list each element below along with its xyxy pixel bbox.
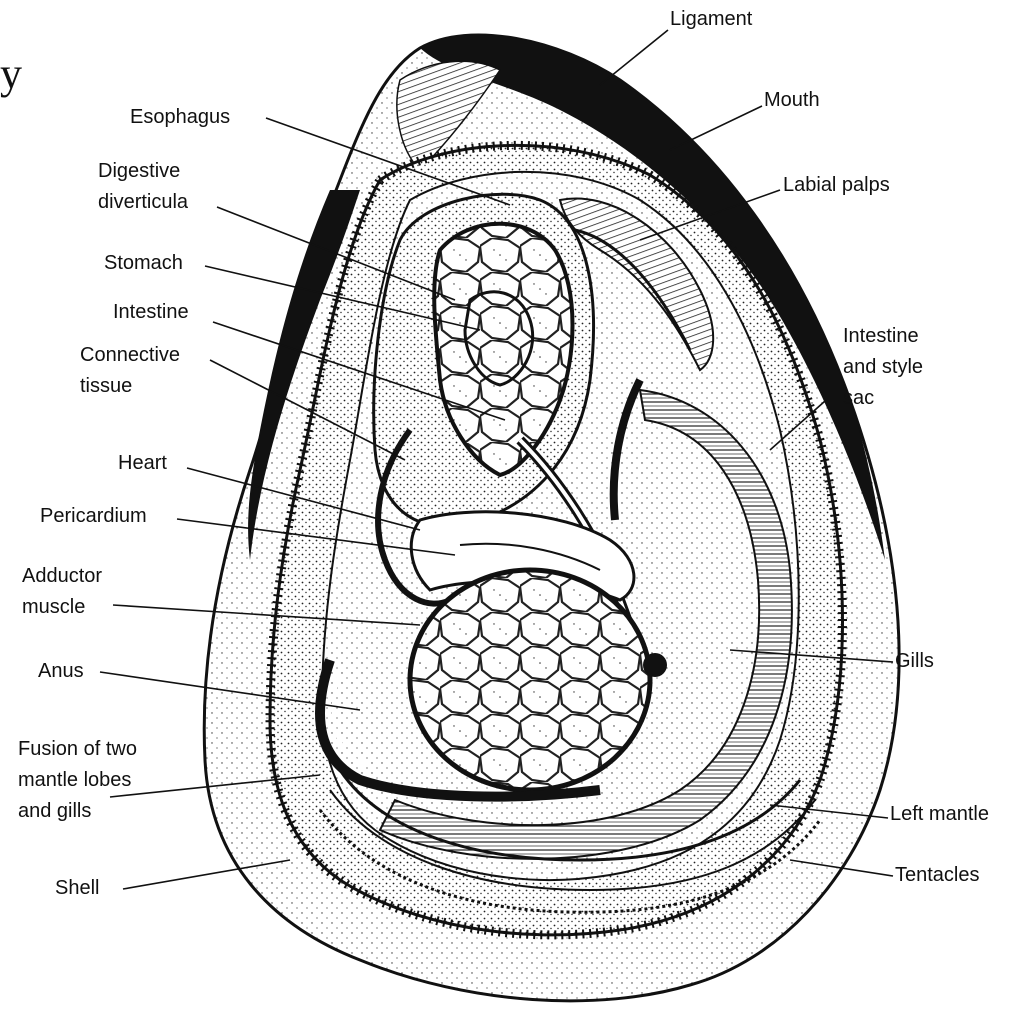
label-intestine: Intestine <box>113 297 189 328</box>
label-labial-palps: Labial palps <box>783 170 890 201</box>
label-stomach: Stomach <box>104 248 183 279</box>
label-shell: Shell <box>55 873 99 904</box>
label-mouth: Mouth <box>764 85 820 116</box>
label-digestive-diverticula: Digestive diverticula <box>98 156 188 218</box>
adductor-muscle <box>410 570 650 790</box>
label-intestine-style-sac: Intestine and style sac <box>843 321 923 414</box>
label-tentacles: Tentacles <box>895 860 980 891</box>
label-pericardium: Pericardium <box>40 501 147 532</box>
label-esophagus: Esophagus <box>130 102 230 133</box>
label-left-mantle: Left mantle <box>890 799 989 830</box>
label-anus: Anus <box>38 656 84 687</box>
label-fusion-mantle-lobes: Fusion of two mantle lobes and gills <box>18 734 137 827</box>
label-heart: Heart <box>118 448 167 479</box>
label-connective-tissue: Connective tissue <box>80 340 180 402</box>
label-adductor-muscle: Adductor muscle <box>22 561 102 623</box>
label-ligament: Ligament <box>670 4 752 35</box>
label-gills: Gills <box>895 646 934 677</box>
